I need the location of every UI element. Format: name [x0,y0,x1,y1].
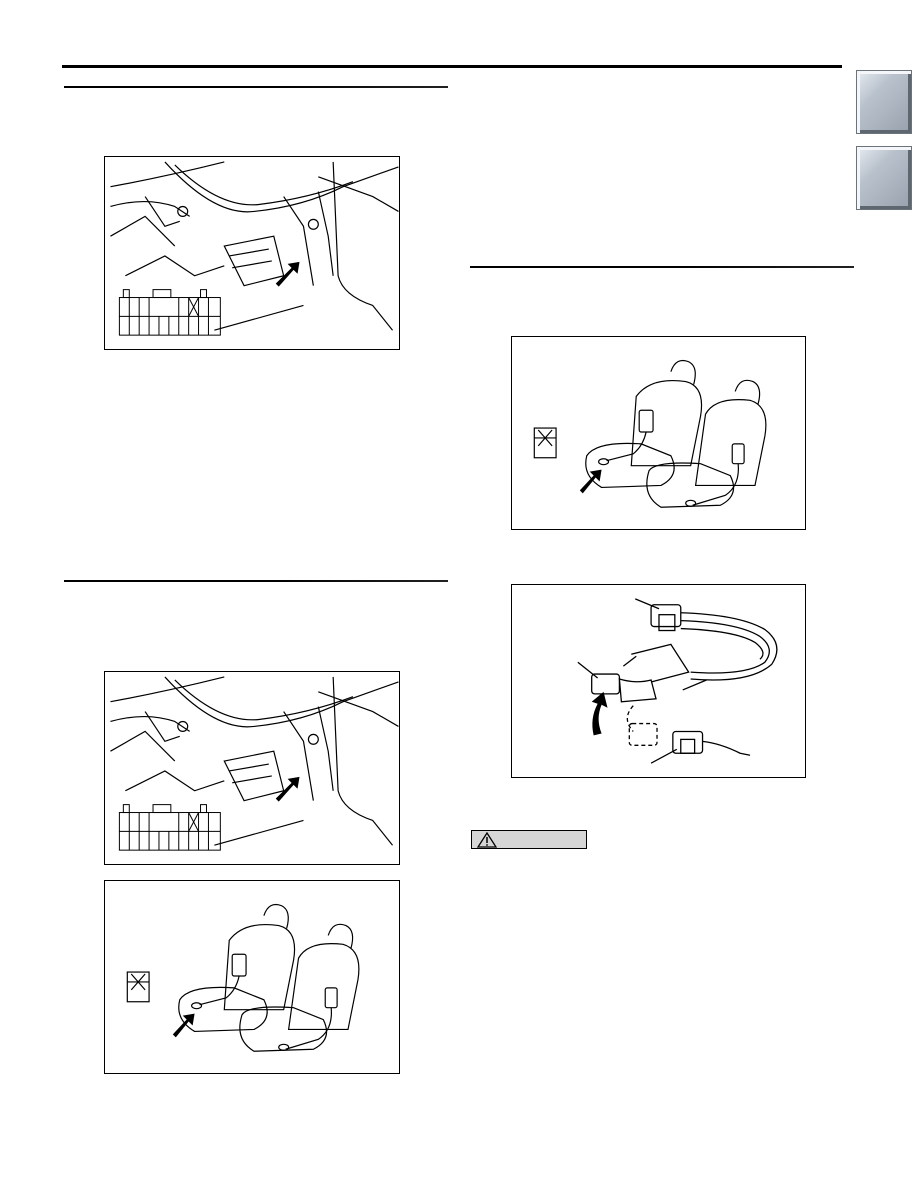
figure-diagnosis-connector-2 [104,671,400,865]
page-header-rule [62,65,842,68]
section-rule-left-1 [64,86,448,88]
section-tab-1[interactable] [856,70,912,134]
figure-diagnosis-connector-1 [104,156,400,350]
section-rule-right-1 [470,266,854,268]
section-tab-2[interactable] [856,146,912,210]
section-rule-left-2 [64,580,448,582]
front-seats-illustration [533,359,767,508]
warning-triangle-icon [477,832,497,848]
connector-disconnect-illustration [577,598,778,764]
figure-connector-disconnect [511,584,806,778]
caution-label-box [471,830,587,849]
figure-seat-connector-1 [104,880,400,1074]
front-seats-illustration [126,903,360,1052]
figure-seat-connector-2 [511,336,806,530]
dashboard-illustration [110,676,399,851]
dashboard-illustration [110,161,399,336]
